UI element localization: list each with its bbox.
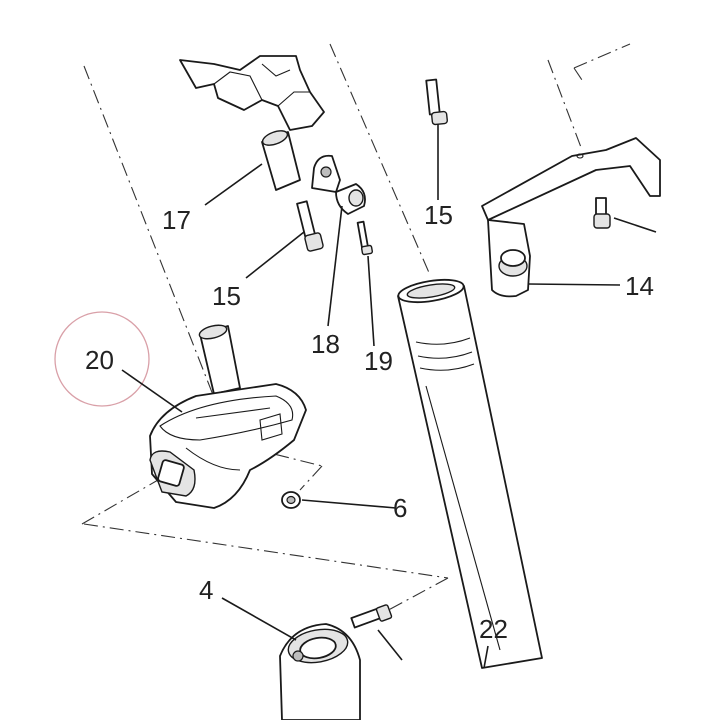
leader-lines bbox=[121, 124, 657, 669]
part-6-bolt bbox=[281, 491, 301, 509]
label-18: 18 bbox=[311, 329, 340, 359]
assembly-axis-lines bbox=[81, 43, 631, 621]
part-15-screw-top bbox=[425, 78, 448, 126]
label-19: 19 bbox=[364, 346, 393, 376]
part-15-screw-right bbox=[593, 197, 611, 229]
label-22: 22 bbox=[479, 614, 508, 644]
label-6: 6 bbox=[393, 493, 407, 523]
part-17-sleeve bbox=[261, 130, 301, 191]
label-17: 17 bbox=[162, 205, 191, 235]
label-14: 14 bbox=[625, 271, 654, 301]
label-20: 20 bbox=[85, 345, 114, 375]
label-15-left: 15 bbox=[212, 281, 241, 311]
highlight-circle bbox=[54, 311, 150, 407]
part-20-housing bbox=[149, 324, 307, 509]
label-15-top: 15 bbox=[424, 200, 453, 230]
part-19-screw bbox=[356, 220, 374, 256]
part-14-bracket bbox=[481, 137, 661, 298]
part-4-component bbox=[279, 604, 403, 720]
part-18-clamp bbox=[311, 154, 366, 215]
part-15-screw-left bbox=[296, 200, 324, 252]
part-labels: 17 15 15 18 19 14 20 6 4 22 bbox=[85, 200, 654, 644]
upper-bracket bbox=[179, 55, 325, 131]
label-4: 4 bbox=[199, 575, 213, 605]
part-22-tube bbox=[397, 278, 543, 669]
